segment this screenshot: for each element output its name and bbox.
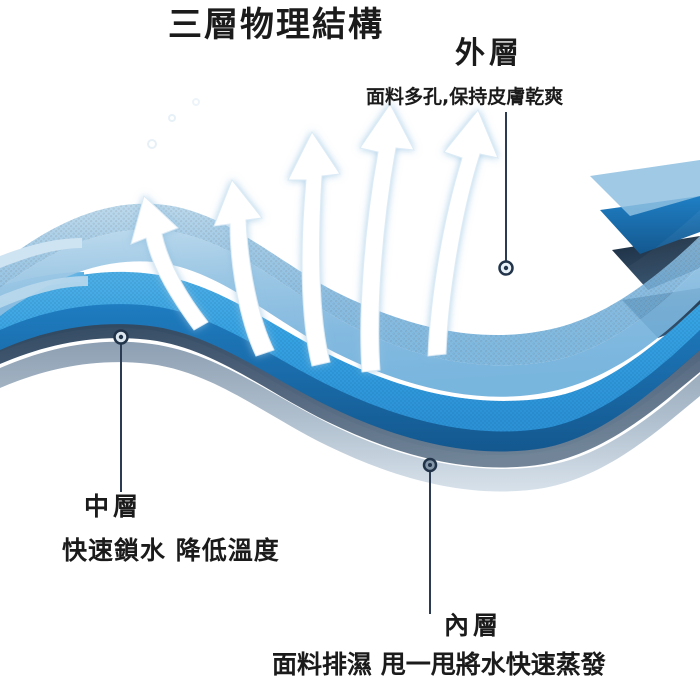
outer-layer-tip [590,160,700,216]
outer-layer-left-tip-b [0,276,88,308]
inner-layer-description: 面料排濕 甩一甩將水快速蒸發 [272,650,606,679]
callout-dot-middle-core [118,334,124,340]
up-arrow-icon-4 [359,103,415,373]
outer-layer-description: 面料多孔,保持皮膚乾爽 [366,86,564,108]
callout-dot-inner-core [428,463,432,467]
middle-layer-title: 中層 [84,492,143,521]
up-arrow-icon-1 [130,195,209,331]
middle-layer-mesh-texture [0,271,700,432]
up-arrow-icon-3 [287,131,341,367]
inner-layer-title: 內層 [444,611,503,640]
layer-outer-shape [0,160,700,397]
up-arrow-icon-2 [213,179,275,357]
outer-layer-title: 外層 [455,36,523,71]
callout-dot-outer-core [503,265,509,271]
middle-layer-description: 快速鎖水 降低溫度 [62,536,280,565]
vapor-bubbles [147,98,200,149]
callout-leaders [113,112,514,614]
inner-layer-rim [0,341,700,492]
up-arrow-icon-5 [427,109,499,357]
diagram-title: 三層物理結構 [168,5,384,45]
outer-layer-left-tip-a [0,238,82,268]
inner-layer-surface [0,317,700,468]
airflow-arrow-group [130,103,499,373]
